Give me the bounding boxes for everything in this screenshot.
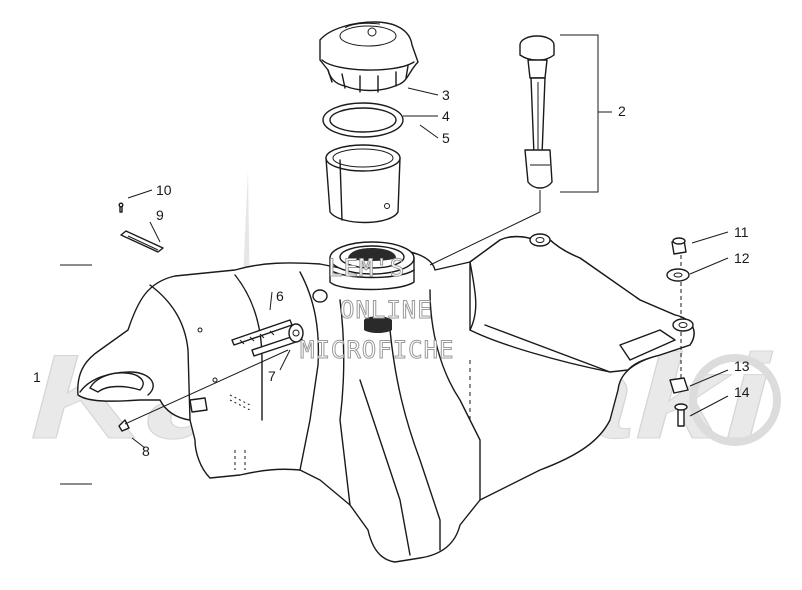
fuel-tank — [77, 233, 695, 563]
callout-1: 1 — [33, 369, 41, 385]
callout-11: 11 — [734, 224, 749, 240]
watermark-line-3: MICROFICHE — [300, 336, 455, 364]
strainer — [325, 144, 401, 224]
callout-labels: 1 2 3 4 5 6 7 8 9 10 11 12 13 14 — [33, 87, 750, 459]
callout-3: 3 — [442, 87, 450, 103]
fuel-cap — [319, 21, 419, 93]
mount-hardware — [666, 237, 690, 427]
callout-14: 14 — [734, 384, 750, 400]
strap-and-clip — [118, 202, 164, 253]
watermark-line-1: LEM'S — [328, 254, 405, 282]
callout-10: 10 — [156, 182, 172, 198]
o-ring — [322, 102, 404, 138]
callout-2: 2 — [618, 103, 626, 119]
leader-lines — [60, 34, 729, 485]
callout-13: 13 — [734, 358, 750, 374]
bolts — [118, 319, 304, 432]
fuel-gauge — [429, 35, 555, 266]
callout-6: 6 — [276, 288, 284, 304]
watermark-text: LEM'S ONLINE MICROFICHE — [300, 254, 455, 365]
callout-7: 7 — [268, 368, 276, 384]
callout-9: 9 — [156, 207, 164, 223]
callout-12: 12 — [734, 250, 750, 266]
watermark-line-2: ONLINE — [340, 296, 433, 324]
callout-5: 5 — [442, 130, 450, 146]
callout-8: 8 — [142, 443, 150, 459]
callout-4: 4 — [442, 108, 450, 124]
